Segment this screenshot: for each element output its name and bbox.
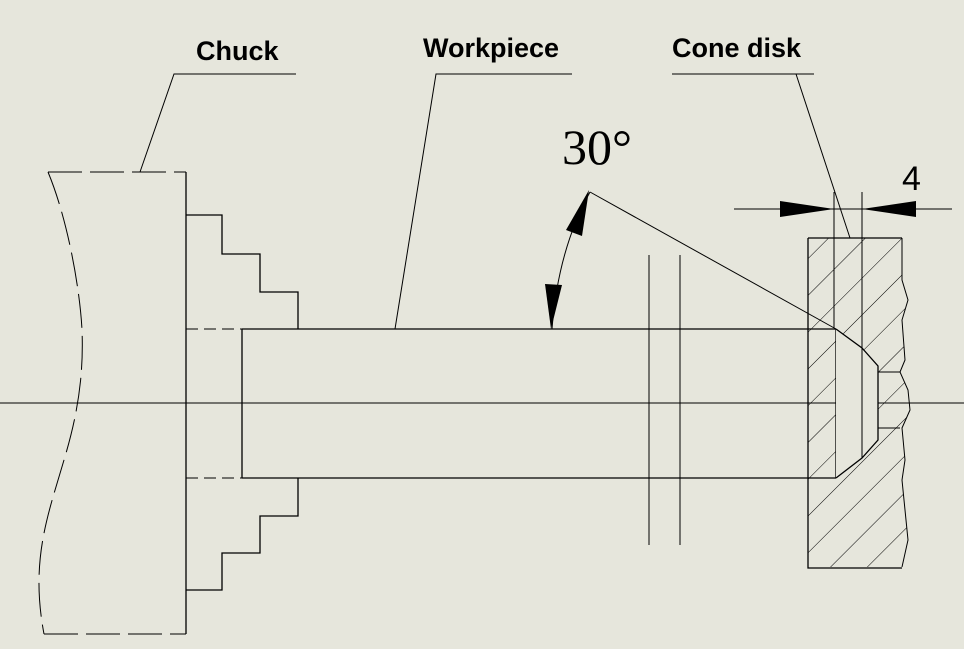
dim-arrow-left [780, 201, 834, 217]
chuck-body [38, 171, 299, 635]
cone-disk-label: Cone disk [672, 33, 802, 63]
chuck-leader [139, 73, 296, 173]
angle-label: 30° [562, 119, 632, 175]
workpiece-leader [394, 73, 572, 330]
workpiece-label: Workpiece [423, 33, 559, 63]
arrowhead-lower [545, 284, 562, 329]
chuck-label: Chuck [196, 36, 280, 66]
dimension-label: 4 [902, 160, 921, 198]
arrowhead-upper [566, 190, 589, 236]
cone-disk-leader [672, 73, 851, 239]
dimension-4 [734, 192, 952, 348]
cone-disk [807, 237, 911, 569]
workpiece-shape [241, 255, 837, 545]
angle-construction [545, 190, 837, 330]
dim-arrow-right [862, 201, 916, 217]
